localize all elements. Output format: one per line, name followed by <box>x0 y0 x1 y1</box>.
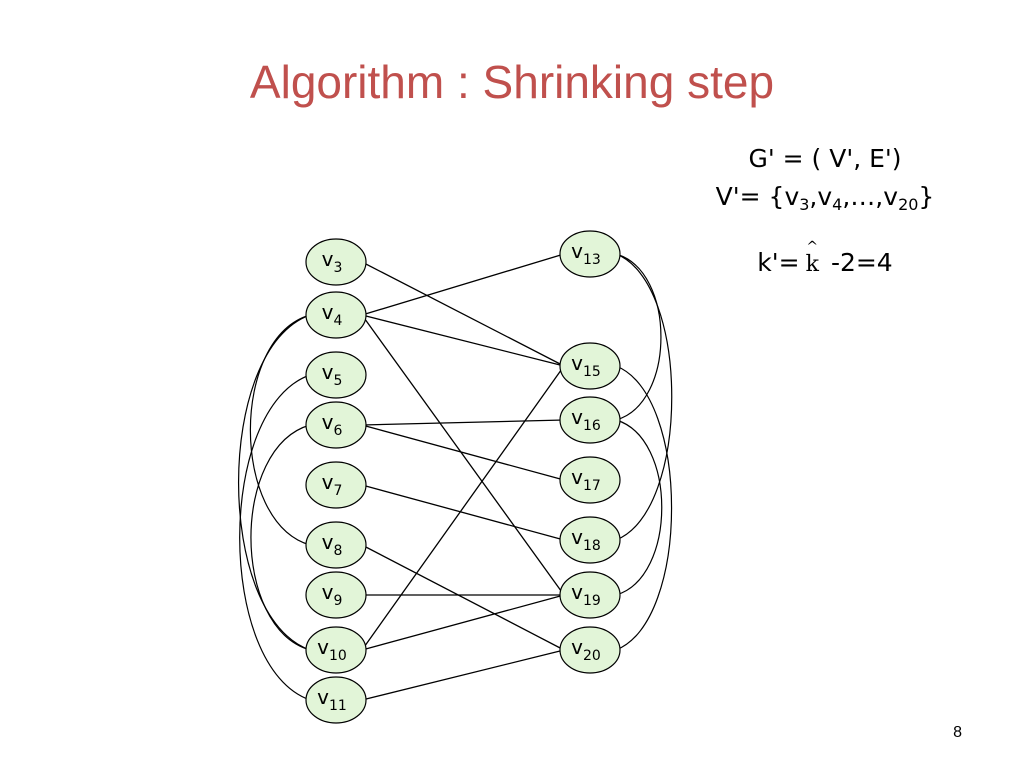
node-ellipse <box>305 626 367 674</box>
arc-v13-v18 <box>615 253 673 541</box>
node-v13: v13 <box>559 230 621 278</box>
node-v20: v20 <box>559 626 621 674</box>
node-v16: v16 <box>559 396 621 444</box>
node-label: v11 <box>317 685 347 714</box>
node-label: v5 <box>322 360 343 389</box>
node-label: v18 <box>571 525 601 554</box>
k-hat-symbol: ^k <box>805 239 819 277</box>
node-v15: v15 <box>559 342 621 390</box>
edge-v4-v13 <box>361 253 565 316</box>
edge-v8-v20 <box>361 544 565 651</box>
node-v10: v10 <box>305 626 367 674</box>
graph-definition-block: G' = ( V', E') V'= {v3,v4,…,v20} k'=^k-2… <box>690 140 960 284</box>
node-label: v19 <box>571 580 601 609</box>
arc-v5-v11 <box>239 374 311 701</box>
slide-title: Algorithm : Shrinking step <box>249 56 775 108</box>
edge-v3-v15 <box>361 261 565 367</box>
vertex-set: V'= {v3,v4,…,v20} <box>715 182 935 214</box>
arc-v15-v20 <box>615 365 673 651</box>
node-v17: v17 <box>559 456 621 504</box>
edge-v6-v16 <box>361 419 565 426</box>
page-number: 8 <box>953 724 962 741</box>
node-label: v3 <box>322 247 343 276</box>
arc-v6-v10 <box>250 424 311 651</box>
node-label: v15 <box>571 351 601 380</box>
node-ellipse <box>559 626 621 674</box>
node-label: v9 <box>322 580 343 609</box>
node-label: v8 <box>322 530 343 559</box>
node-ellipse <box>305 676 367 724</box>
node-v6: v6 <box>305 401 367 449</box>
node-ellipse <box>559 516 621 564</box>
graph-definition: G' = ( V', E') <box>748 144 902 173</box>
node-ellipse <box>305 521 367 569</box>
arc-v13-v16 <box>615 253 662 421</box>
node-ellipse <box>305 571 367 619</box>
node-label: v13 <box>571 239 601 268</box>
node-label: v20 <box>571 635 601 664</box>
edge-v4-v15 <box>361 314 565 367</box>
node-label: v4 <box>322 300 343 329</box>
edge-v11-v20 <box>361 649 565 701</box>
node-label: v6 <box>322 410 343 439</box>
node-ellipse <box>559 456 621 504</box>
arc-v16-v19 <box>615 419 663 596</box>
node-ellipse <box>559 396 621 444</box>
node-label: v10 <box>317 635 347 664</box>
node-label: v16 <box>571 405 601 434</box>
node-v19: v19 <box>559 571 621 619</box>
node-ellipse <box>559 342 621 390</box>
edge-v6-v17 <box>361 424 565 481</box>
edge-v10-v19 <box>361 594 565 651</box>
node-ellipse <box>559 230 621 278</box>
node-v18: v18 <box>559 516 621 564</box>
node-ellipse <box>305 401 367 449</box>
node-v8: v8 <box>305 521 367 569</box>
node-ellipse <box>305 351 367 399</box>
node-ellipse <box>305 461 367 509</box>
edge-v4-v19 <box>361 314 565 596</box>
node-v11: v11 <box>305 676 367 724</box>
node-ellipse <box>559 571 621 619</box>
node-v4: v4 <box>305 291 367 339</box>
node-label: v17 <box>571 465 601 494</box>
node-v9: v9 <box>305 571 367 619</box>
k-formula: k'=^k-2=4 <box>690 239 960 284</box>
node-label: v7 <box>322 470 343 499</box>
node-v5: v5 <box>305 351 367 399</box>
node-v7: v7 <box>305 461 367 509</box>
arc-v4-v10 <box>237 314 311 651</box>
edge-v7-v18 <box>361 484 565 541</box>
node-ellipse <box>305 238 367 286</box>
node-v3: v3 <box>305 238 367 286</box>
node-ellipse <box>305 291 367 339</box>
edge-v10-v15 <box>361 365 565 651</box>
